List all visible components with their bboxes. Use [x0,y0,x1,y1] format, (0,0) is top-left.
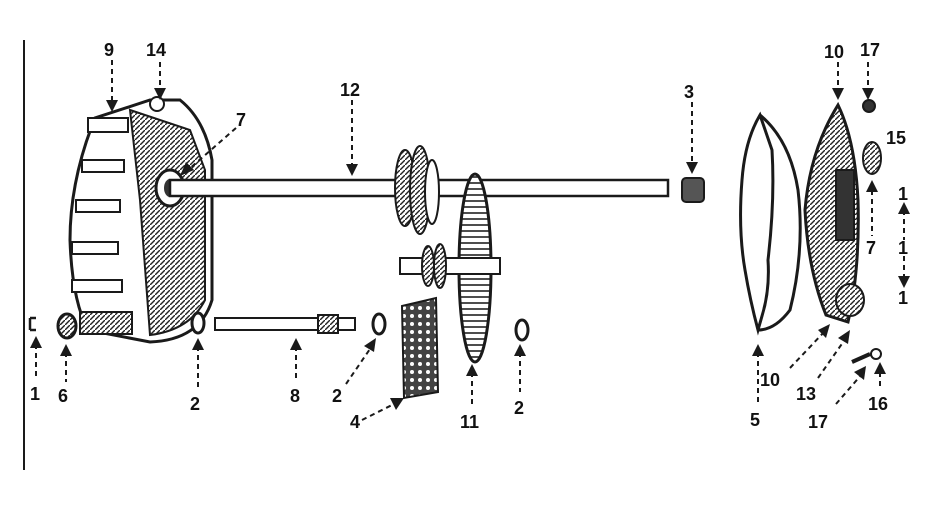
label-2-b: 2 [332,386,342,406]
washers [28,311,530,342]
label-2-a: 2 [190,394,200,414]
label-5: 5 [750,410,760,430]
label-10-bottom: 10 [760,370,780,390]
side-cover [803,101,865,324]
large-gear [399,172,501,364]
small-fittings [851,99,882,364]
label-1-right-mid: 1 [898,238,908,258]
label-7-right: 7 [866,238,876,258]
leader-arrows [30,60,910,421]
label-14: 14 [146,40,166,60]
label-9: 9 [104,40,114,60]
label-1-right-top: 1 [898,184,908,204]
label-11: 11 [460,412,479,432]
label-17-bottom: 17 [808,412,828,432]
label-15: 15 [886,128,906,148]
label-3: 3 [684,82,694,102]
label-10-top: 10 [824,42,844,62]
gasket [739,111,802,336]
label-8: 8 [290,386,300,406]
label-12: 12 [340,80,360,100]
label-13: 13 [796,384,816,404]
label-4: 4 [350,412,360,432]
sprocket-cluster [394,145,440,235]
bushing [681,177,705,203]
label-1: 1 [30,384,40,404]
drive-chain [400,296,440,400]
label-1-right-bot: 1 [898,288,908,308]
part-labels: 9 14 7 12 3 10 17 15 7 1 1 1 1 6 2 8 2 4… [30,40,908,432]
label-17-top: 17 [860,40,880,60]
counter-shaft [214,314,356,334]
label-6: 6 [58,386,68,406]
label-2-c: 2 [514,398,524,418]
label-7-left: 7 [236,110,246,130]
label-16: 16 [868,394,888,414]
crankcase-housing [68,96,214,344]
